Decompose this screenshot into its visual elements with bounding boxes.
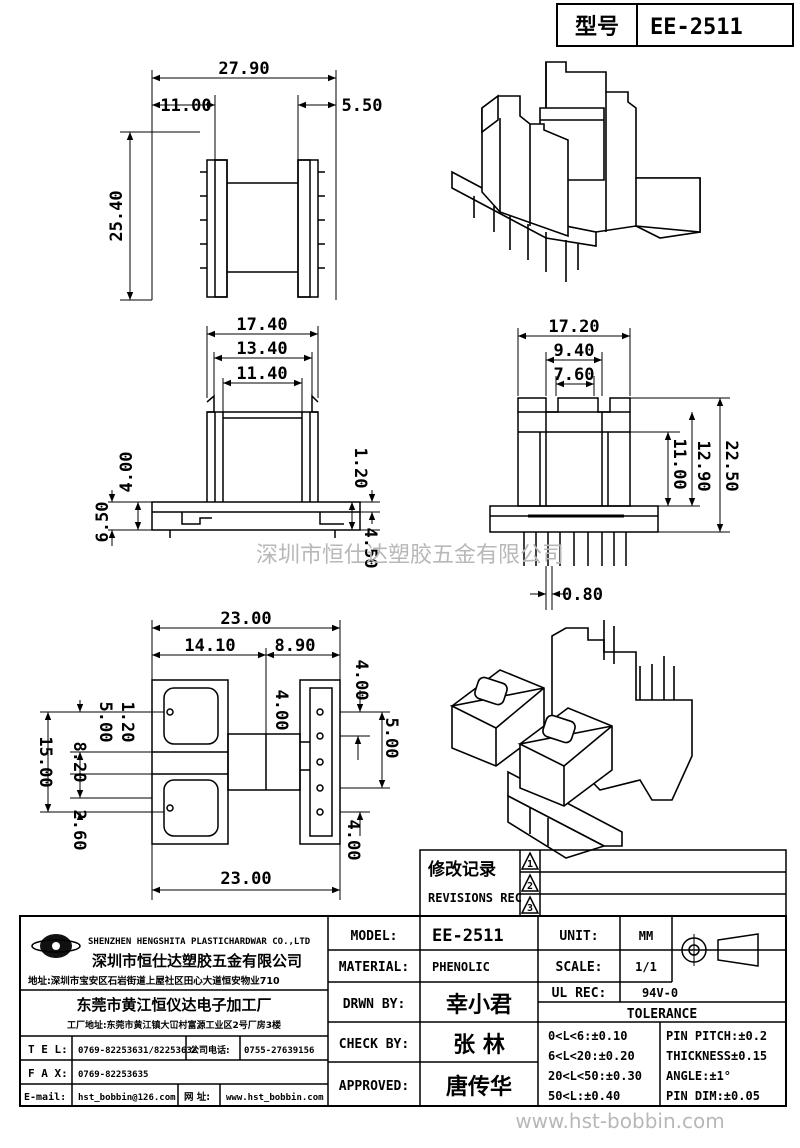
model-label: MODEL: xyxy=(351,929,398,944)
unit-label: UNIT: xyxy=(559,929,598,944)
dim-bottom-h2: 1.20 xyxy=(117,702,137,743)
dim-side-h3: 22.50 xyxy=(721,440,741,491)
tol-right-3: ANGLE:±1° xyxy=(666,1069,731,1083)
watermark-url: www.hst-bobbin.com xyxy=(515,1109,724,1133)
material-label: MATERIAL: xyxy=(339,960,409,975)
company-address: 地址:深圳市宝安区石岩街道上屋社区田心大道恒安物业710 xyxy=(28,975,280,987)
tol-left-1: 0<L<6:±0.10 xyxy=(548,1029,627,1043)
email-value: hst_bobbin@126.com xyxy=(78,1092,176,1103)
top-view xyxy=(120,70,337,301)
tol-left-4: 50<L:±0.40 xyxy=(548,1089,620,1103)
watermark-text: 深圳市恒仕达塑胶五金有限公司 xyxy=(256,543,564,568)
dim-front-h4: 4.50 xyxy=(360,528,380,569)
dim-bottom-w-left: 14.10 xyxy=(184,636,235,656)
tolerance-label: TOLERANCE xyxy=(627,1007,697,1022)
projection-symbol-icon xyxy=(678,933,762,967)
dim-bottom-h3: 8.20 xyxy=(69,742,89,783)
dim-bottom-r3: 5.00 xyxy=(381,718,401,759)
office-tel-value: 0755-27639156 xyxy=(244,1046,314,1056)
tel-value: 0769-82253631/82253632 xyxy=(78,1046,197,1056)
dim-top-width: 27.90 xyxy=(218,59,269,79)
dim-top-height: 25.40 xyxy=(107,190,127,241)
email-label: E-mail: xyxy=(24,1091,66,1103)
dim-side-h2: 12.90 xyxy=(693,440,713,491)
check-label: CHECK BY: xyxy=(339,1037,409,1052)
factory-address: 工厂地址:东莞市黄江镇大冚村富源工业区2号厂房3楼 xyxy=(67,1019,281,1031)
office-tel-label: 公司电话: xyxy=(190,1044,230,1056)
factory-name: 东莞市黄江恒仪达电子加工厂 xyxy=(76,996,271,1014)
dim-front-h3: 1.20 xyxy=(350,448,370,489)
dim-front-h2: 6.50 xyxy=(93,502,113,543)
dim-bottom-w-right: 8.90 xyxy=(275,636,316,656)
dim-bottom-h1: 5.00 xyxy=(95,702,115,743)
model-box-label: 型号 xyxy=(575,15,619,40)
front-view xyxy=(108,326,380,546)
check-value: 张 林 xyxy=(453,1033,505,1058)
dim-bottom-h-total: 15.00 xyxy=(35,736,55,787)
dim-front-w3: 11.40 xyxy=(236,364,287,384)
dim-bottom-h4: 2.60 xyxy=(69,810,89,851)
approved-label: APPROVED: xyxy=(339,1079,409,1094)
company-name-en: SHENZHEN HENGSHITA PLASTICHARDWAR CO.,LT… xyxy=(88,937,311,947)
dim-front-w1: 17.40 xyxy=(236,315,287,335)
tel-label: T E L: xyxy=(28,1043,68,1056)
revisions-title-en: REVISIONS REC xyxy=(428,891,522,905)
dim-side-w2: 9.40 xyxy=(554,341,595,361)
tol-right-4: PIN DIM:±0.05 xyxy=(666,1089,760,1103)
drawn-value: 幸小君 xyxy=(446,992,512,1018)
iso-view-top xyxy=(451,61,701,282)
dim-top-left: 11.00 xyxy=(160,96,211,116)
revision-row-2: 2 xyxy=(527,881,533,892)
dim-bottom-r1: 4.00 xyxy=(351,660,371,701)
company-name-cn: 深圳市恒仕达塑胶五金有限公司 xyxy=(92,952,302,970)
dim-side-w1: 17.20 xyxy=(548,317,599,337)
tol-right-2: THICKNESS±0.15 xyxy=(666,1049,767,1063)
material-value: PHENOLIC xyxy=(432,960,490,974)
bottom-view xyxy=(40,620,390,900)
dim-top-right: 5.50 xyxy=(342,96,383,116)
revision-row-3: 3 xyxy=(527,903,533,914)
revisions-title-cn: 修改记录 xyxy=(427,859,496,880)
dim-front-w2: 13.40 xyxy=(236,339,287,359)
dim-bottom-w-bot: 23.00 xyxy=(220,869,271,889)
model-value: EE-2511 xyxy=(432,926,504,946)
dim-bottom-r4: 4.00 xyxy=(343,820,363,861)
tol-left-2: 6<L<20:±0.20 xyxy=(548,1049,635,1063)
fax-value: 0769-82253635 xyxy=(78,1070,148,1080)
dim-front-h1: 4.00 xyxy=(117,452,137,493)
iso-view-bottom xyxy=(449,620,693,859)
scale-label: SCALE: xyxy=(556,960,603,975)
ul-label: UL REC: xyxy=(552,986,607,1001)
approved-value: 唐传华 xyxy=(446,1074,512,1100)
model-box: 型号 EE-2511 xyxy=(556,3,794,47)
tol-left-3: 20<L<50:±0.30 xyxy=(548,1069,642,1083)
dim-side-pin: 0.80 xyxy=(562,585,603,605)
fax-label: F A X: xyxy=(28,1067,68,1080)
dim-side-h1: 11.00 xyxy=(669,438,689,489)
revision-row-1: 1 xyxy=(527,859,533,870)
ul-value: 94V-0 xyxy=(642,986,678,1000)
side-view xyxy=(489,328,730,610)
web-value: www.hst_bobbin.com xyxy=(226,1092,324,1103)
web-label: 网 址: xyxy=(184,1091,210,1103)
title-block-frame xyxy=(19,915,787,1107)
company-logo xyxy=(31,934,81,958)
drawn-label: DRWN BY: xyxy=(343,997,406,1012)
model-box-value: EE-2511 xyxy=(650,15,743,40)
dim-bottom-r2: 4.00 xyxy=(271,690,291,731)
unit-value: MM xyxy=(639,929,653,943)
dim-side-w3: 7.60 xyxy=(554,365,595,385)
tol-right-1: PIN PITCH:±0.2 xyxy=(666,1029,767,1043)
scale-value: 1/1 xyxy=(635,960,657,974)
dim-bottom-w-top: 23.00 xyxy=(220,609,271,629)
